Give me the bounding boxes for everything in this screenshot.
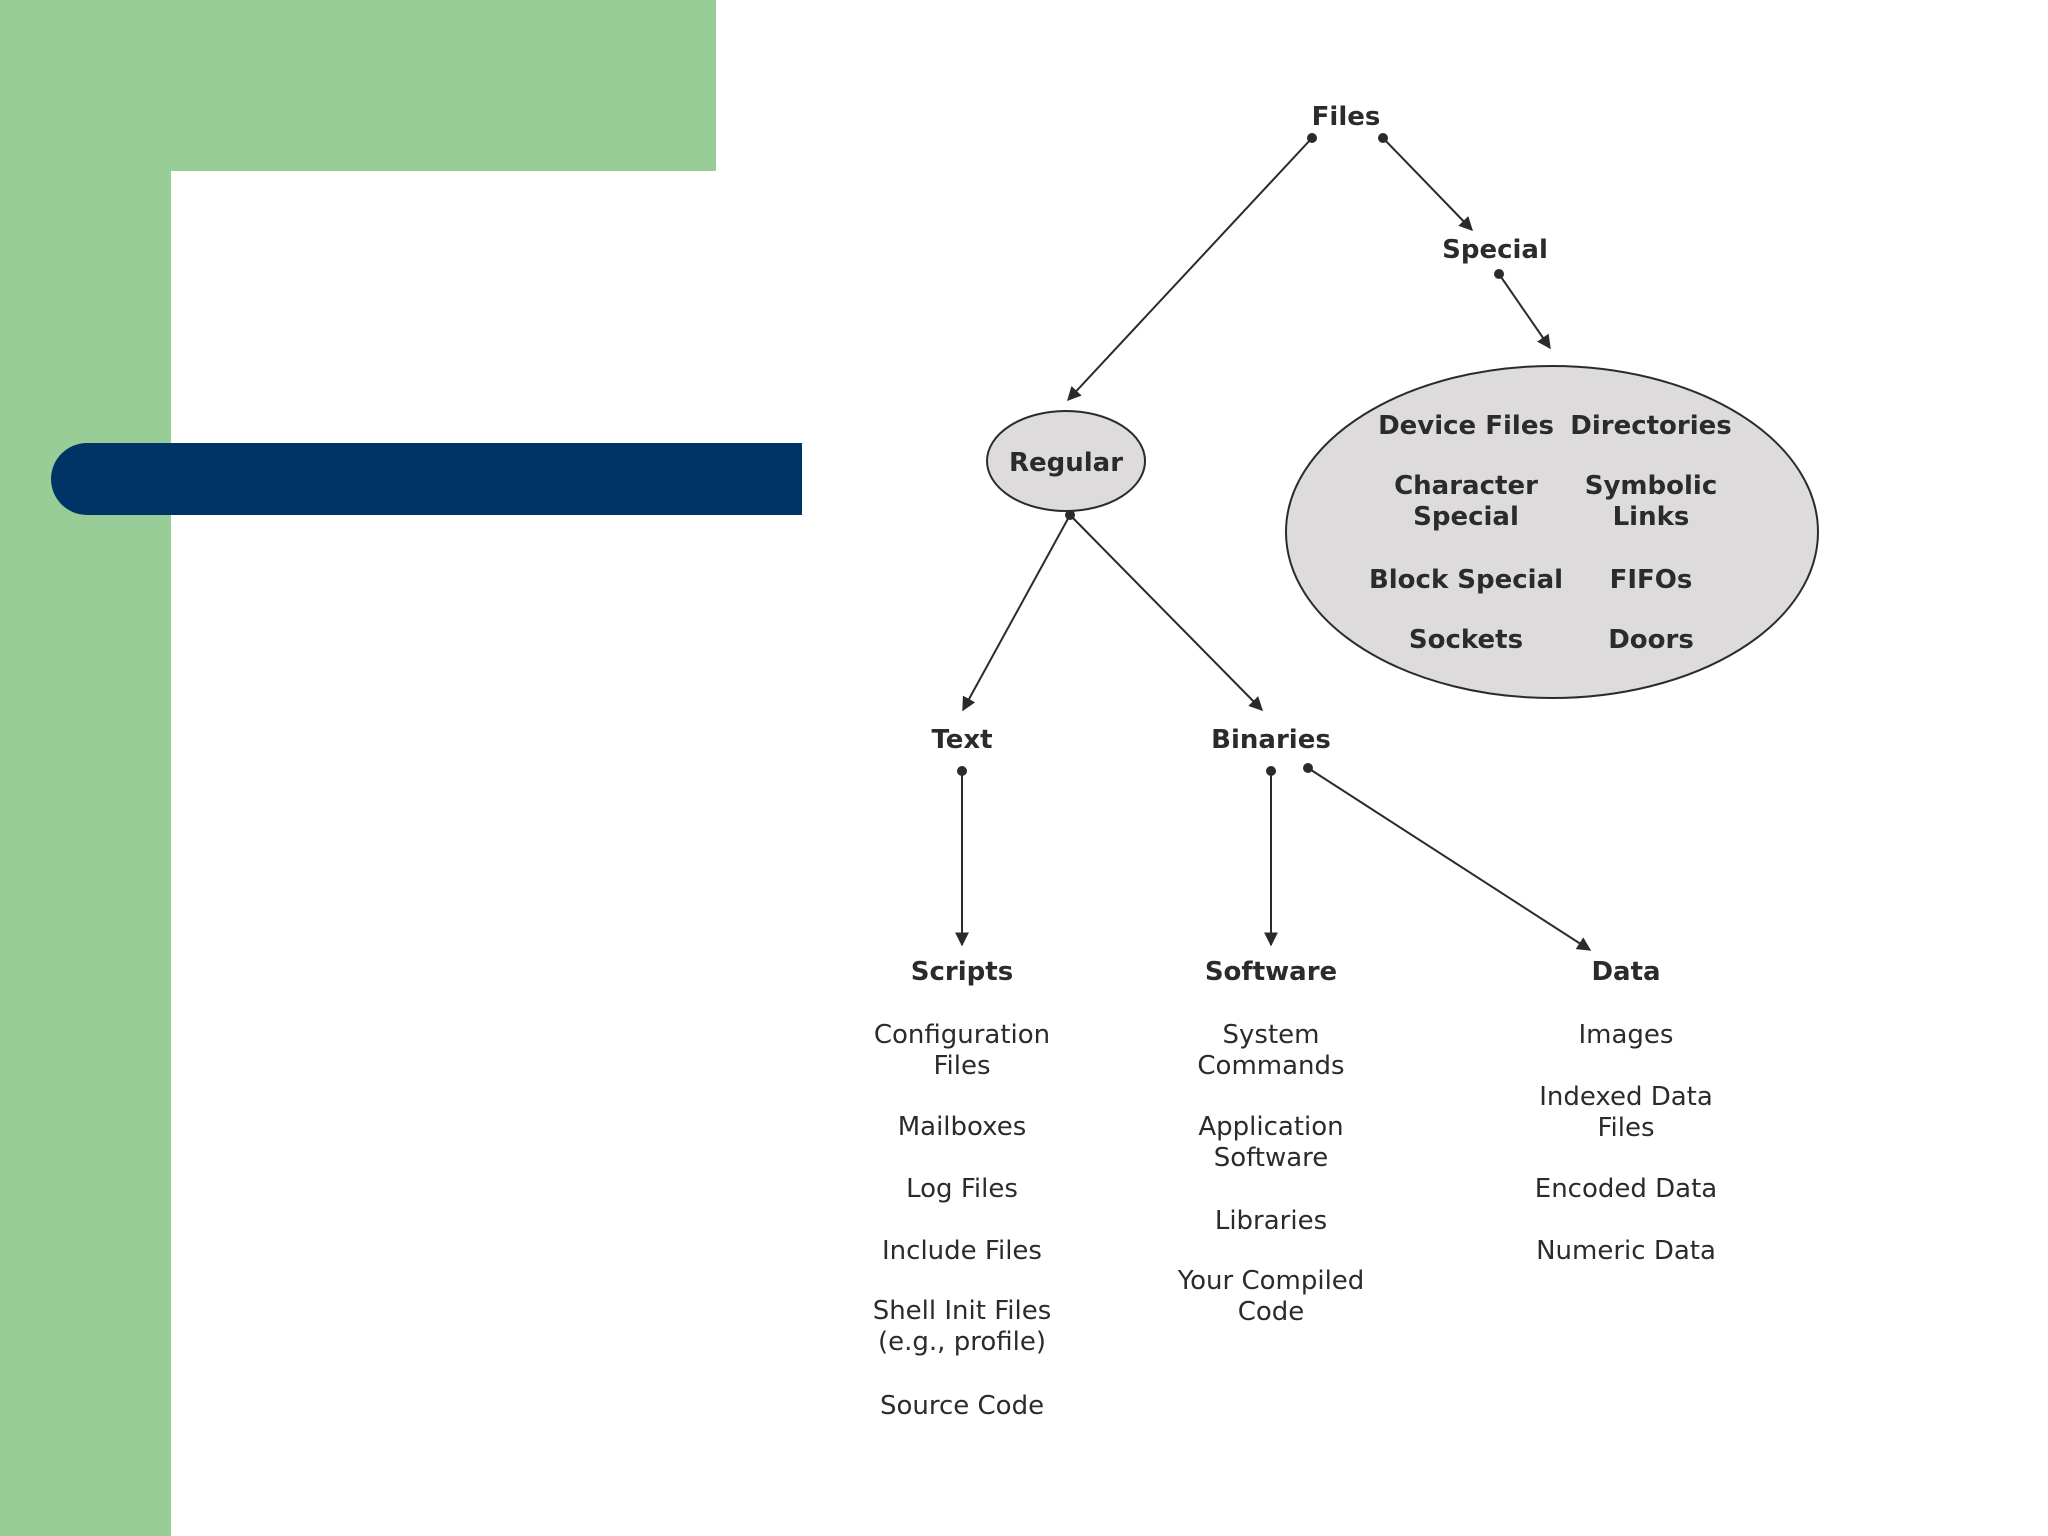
title-bar-accent: [51, 443, 802, 515]
data-item: Numeric Data: [1536, 1236, 1716, 1266]
special-item: Doors: [1608, 625, 1694, 655]
special-item: Sockets: [1409, 625, 1523, 655]
green-side-band: [0, 0, 171, 1536]
node-scripts: Scripts: [911, 957, 1013, 987]
scripts-item: Shell Init Files(e.g., profile): [873, 1296, 1052, 1357]
node-binaries: Binaries: [1211, 725, 1331, 755]
edge-special-group: [1498, 273, 1551, 350]
edge-dot: [1307, 133, 1317, 143]
special-item: FIFOs: [1610, 565, 1693, 595]
edge-dot: [1303, 763, 1313, 773]
edge-dot: [1378, 133, 1388, 143]
scripts-item: Source Code: [880, 1391, 1044, 1421]
node-special: Special: [1442, 235, 1548, 265]
software-item: Libraries: [1215, 1206, 1327, 1236]
node-regular: Regular: [1009, 448, 1123, 478]
edge-dot: [957, 766, 967, 776]
special-group-ellipse: [1285, 365, 1819, 699]
edge-binaries-data: [1307, 767, 1592, 951]
node-text: Text: [931, 725, 992, 755]
scripts-item: Log Files: [906, 1174, 1018, 1204]
scripts-item: Include Files: [882, 1236, 1042, 1266]
data-item: Encoded Data: [1535, 1174, 1717, 1204]
node-files: Files: [1312, 102, 1381, 132]
edge-dot: [1266, 766, 1276, 776]
edges: [955, 133, 1592, 951]
node-software: Software: [1205, 957, 1337, 987]
regular-ellipse: [986, 410, 1146, 512]
edge-files-regular: [1067, 137, 1313, 402]
scripts-item: Mailboxes: [898, 1112, 1027, 1142]
special-item: Device Files: [1378, 411, 1554, 441]
data-item: Images: [1579, 1020, 1674, 1050]
edge-regular-binaries: [1069, 514, 1263, 711]
edge-regular-text: [962, 514, 1071, 712]
edge-files-special: [1382, 137, 1473, 232]
edge-dot: [1494, 269, 1504, 279]
node-data: Data: [1591, 957, 1660, 987]
special-item: Block Special: [1369, 565, 1563, 595]
edge-dot: [1065, 510, 1075, 520]
content-panel: [171, 171, 2048, 1536]
special-item: Directories: [1570, 411, 1732, 441]
